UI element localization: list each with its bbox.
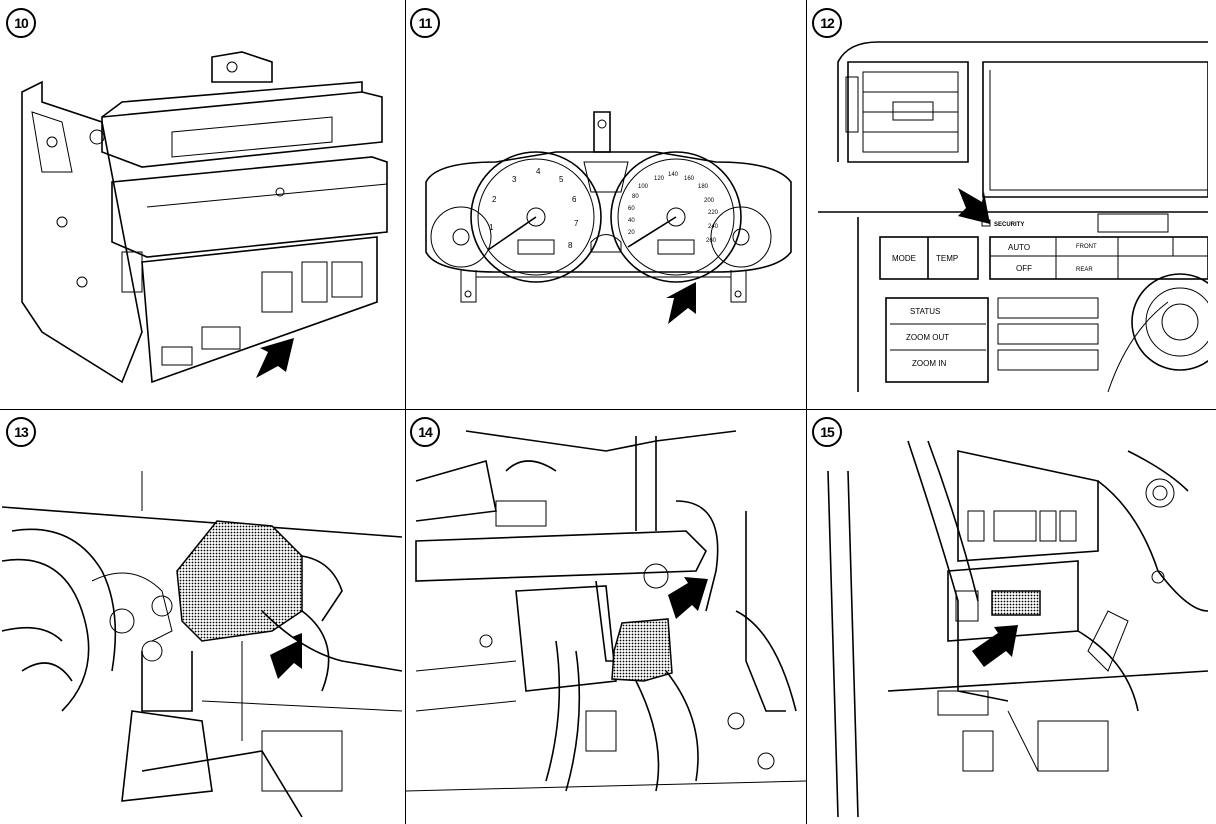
panel-14: 14 xyxy=(406,411,806,817)
combination-meter-drawing: 1 2 3 4 5 6 7 8 20 40 60 80 100 120 140 … xyxy=(425,111,792,324)
rear-button-label: REAR xyxy=(1076,267,1093,273)
tach-7: 7 xyxy=(574,219,579,228)
panel-13: 13 xyxy=(2,411,402,817)
step-number-15: 15 xyxy=(812,417,842,447)
step-number-11: 11 xyxy=(410,8,440,38)
step-number-10: 10 xyxy=(6,8,36,38)
under-dash-drawing xyxy=(2,471,402,817)
speed-60: 60 xyxy=(628,206,635,212)
speed-160: 160 xyxy=(684,176,695,182)
tach-6: 6 xyxy=(572,195,577,204)
speed-140: 140 xyxy=(668,172,679,178)
zoom-out-button-label: ZOOM OUT xyxy=(906,333,949,342)
vertical-divider-left xyxy=(405,0,406,824)
steering-column-drawing xyxy=(406,430,806,792)
lower-dash-drawing xyxy=(827,440,1208,817)
front-button-label: FRONT xyxy=(1076,244,1097,250)
security-label: SECURITY xyxy=(994,222,1024,228)
target-switch xyxy=(991,590,1041,616)
temp-button-label: TEMP xyxy=(936,254,958,263)
speed-240: 240 xyxy=(708,224,719,230)
speed-200: 200 xyxy=(704,198,715,204)
panel-12: SECURITY MODE TEMP AUTO OFF FRONT REAR S… xyxy=(808,2,1208,408)
tach-8: 8 xyxy=(568,241,573,250)
vertical-divider-right xyxy=(806,0,807,824)
target-module xyxy=(611,618,673,682)
target-module xyxy=(176,520,303,642)
panel-10: 10 xyxy=(2,2,402,408)
step-number-12: 12 xyxy=(812,8,842,38)
zoom-in-button-label: ZOOM IN xyxy=(912,359,946,368)
step-number-14: 14 xyxy=(410,417,440,447)
audio-unit-drawing xyxy=(21,51,388,384)
speed-180: 180 xyxy=(698,184,709,190)
horizontal-divider xyxy=(0,409,1216,410)
panel-15: 15 xyxy=(808,411,1208,817)
control-panel-drawing: SECURITY MODE TEMP AUTO OFF FRONT REAR S… xyxy=(818,41,1208,393)
auto-button-label: AUTO xyxy=(1008,243,1030,252)
panel-11: 1 2 3 4 5 6 7 8 20 40 60 80 100 120 140 … xyxy=(406,2,806,408)
mode-temp-group xyxy=(879,236,979,280)
speed-120: 120 xyxy=(654,176,665,182)
tach-1: 1 xyxy=(489,223,494,232)
speed-80: 80 xyxy=(632,194,639,200)
speed-40: 40 xyxy=(628,218,635,224)
speed-220: 220 xyxy=(708,210,719,216)
tach-4: 4 xyxy=(536,167,541,176)
tach-5: 5 xyxy=(559,175,564,184)
speed-260: 260 xyxy=(706,238,717,244)
off-button-label: OFF xyxy=(1016,264,1032,273)
speed-100: 100 xyxy=(638,184,649,190)
speed-20: 20 xyxy=(628,230,635,236)
tach-3: 3 xyxy=(512,175,517,184)
mode-button-label: MODE xyxy=(892,254,916,263)
status-button-label: STATUS xyxy=(910,307,940,316)
tach-2: 2 xyxy=(492,195,497,204)
step-number-13: 13 xyxy=(6,417,36,447)
